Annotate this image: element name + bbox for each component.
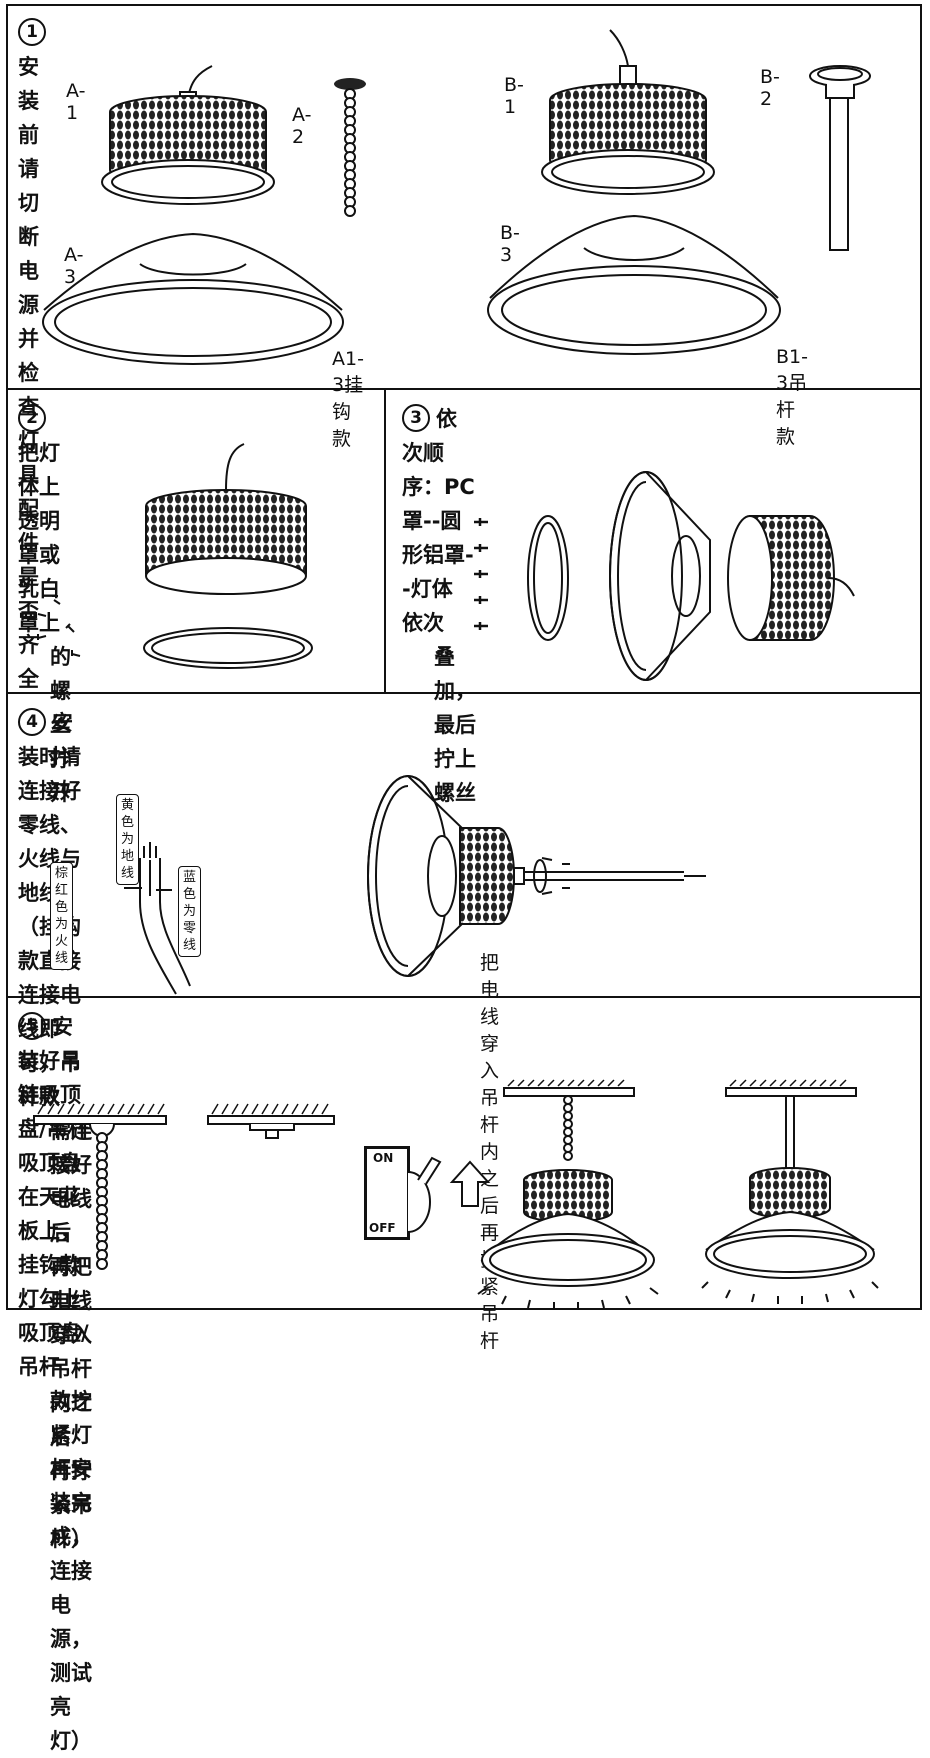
chain-link xyxy=(344,205,356,217)
lamp-body-open-illustration xyxy=(145,443,307,595)
chain-link xyxy=(563,1143,573,1153)
assembled-lamp-rod-illustration xyxy=(367,775,706,977)
part-a1-label: A-1 xyxy=(66,80,86,124)
part-a2-label: A-2 xyxy=(292,104,312,148)
neutral-wire-label: 蓝色为零线 xyxy=(178,866,202,957)
installed-hook-lamp-illustration xyxy=(477,1079,659,1310)
divider-3 xyxy=(6,996,922,998)
switch-off-label: OFF xyxy=(369,1221,396,1235)
reflector-b3-illustration xyxy=(487,214,781,355)
screws-column-illustration xyxy=(474,518,488,630)
switch-on-label: ON xyxy=(373,1151,394,1165)
chain-link xyxy=(563,1119,573,1129)
manual-frame xyxy=(6,4,922,1310)
divider-2 xyxy=(6,692,922,694)
ceiling-rod-mount-illustration xyxy=(207,1103,335,1139)
pc-cover-ring-illustration xyxy=(527,515,569,641)
part-b2-label: B-2 xyxy=(760,66,780,110)
loose-screws-illustration xyxy=(35,595,81,657)
step-1-number: 1 xyxy=(18,18,46,46)
ceiling-chain-mount-illustration xyxy=(33,1103,167,1270)
part-a3-label: A-3 xyxy=(64,244,84,288)
hanging-chain-a2-illustration xyxy=(334,78,366,217)
caption-hook-model: A1-3挂钩款 xyxy=(332,348,364,450)
divider-1 xyxy=(6,388,922,390)
ground-wire-label: 黄色为地线 xyxy=(116,794,140,885)
chain-link xyxy=(563,1127,573,1137)
caption-rod-model: B1-3吊杆款 xyxy=(776,346,808,448)
cover-ring-illustration xyxy=(143,627,313,669)
chain-link xyxy=(563,1135,573,1145)
chain-link xyxy=(563,1095,573,1105)
installed-rod-lamp-illustration xyxy=(701,1079,879,1304)
chain-link xyxy=(563,1103,573,1113)
aluminum-reflector-side-illustration xyxy=(609,471,711,681)
live-wire-label: 棕红色为火线 xyxy=(50,862,74,970)
step-2-title: 2把灯体上透明罩或乳白罩上 的螺丝拧开 xyxy=(18,402,71,810)
lamp-body-b1-illustration xyxy=(541,29,715,195)
part-b3-label: B-3 xyxy=(500,222,520,266)
power-cable-illustration xyxy=(124,842,191,995)
lamp-body-a1-illustration xyxy=(101,65,275,205)
chain-link xyxy=(563,1111,573,1121)
divider-vertical xyxy=(384,388,386,692)
part-b1-label: B-1 xyxy=(504,74,524,118)
step-1-title: 1安装前请切断电源并检查灯具配件是否齐全 xyxy=(18,16,52,696)
suspension-rod-b2-illustration xyxy=(809,65,871,251)
chain-link xyxy=(96,1258,108,1270)
power-switch[interactable]: ON OFF xyxy=(364,1146,410,1240)
switch-lever-illustration xyxy=(407,1156,442,1233)
lamp-body-side-illustration xyxy=(727,515,855,641)
chain-link xyxy=(563,1151,573,1161)
up-arrow-icon xyxy=(449,1160,491,1207)
reflector-a3-illustration xyxy=(42,232,344,365)
